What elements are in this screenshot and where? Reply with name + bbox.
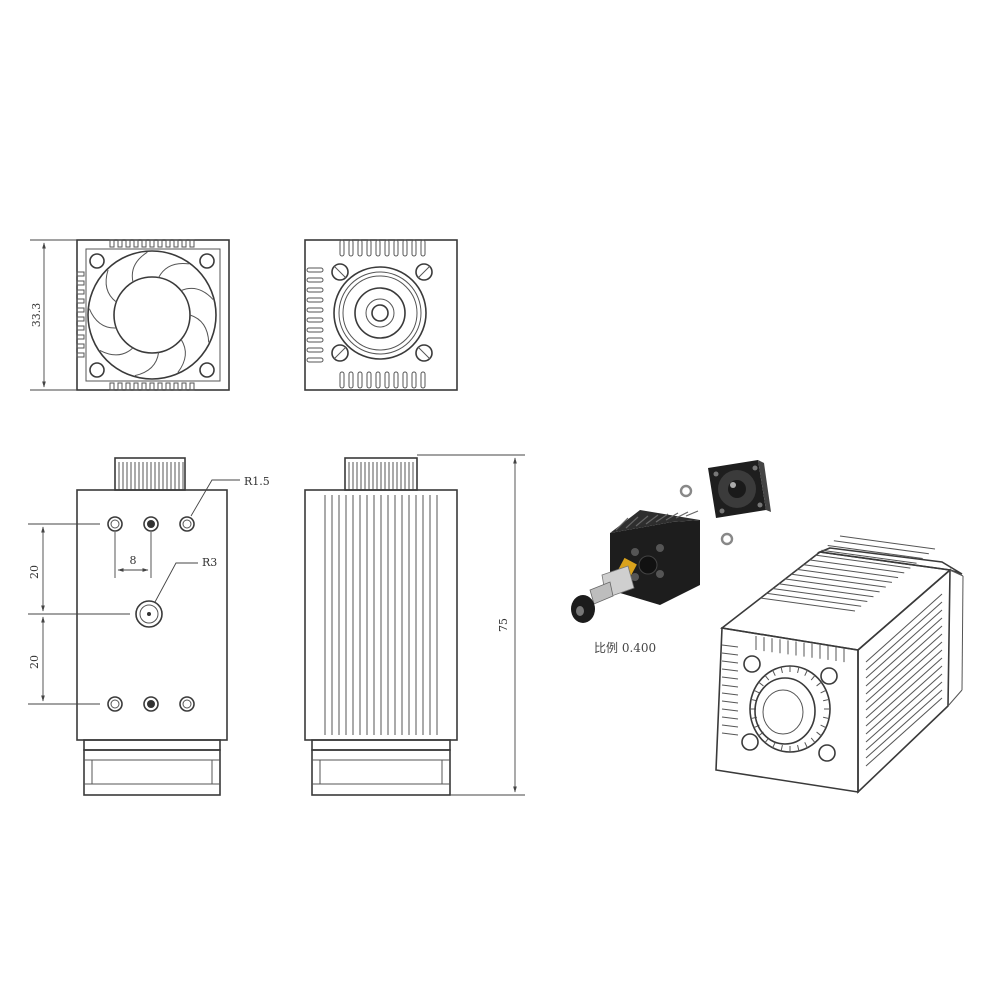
dimension-length: 75 <box>497 618 510 632</box>
knurled-knob-side <box>348 462 414 490</box>
fan-left-fins <box>76 271 85 358</box>
dimension-fan-height: 33.3 <box>30 303 43 328</box>
mounting-holes <box>107 516 195 712</box>
side-view <box>304 457 458 796</box>
laser-module <box>571 557 637 623</box>
scale-label: 比例 0.400 <box>594 641 656 655</box>
dimension-hole-spacing: 8 <box>130 554 137 567</box>
front-screws <box>331 263 433 362</box>
fan-top-fins <box>109 239 195 248</box>
exploded-view: 比例 0.400 <box>571 460 964 794</box>
fan-rear-view <box>76 239 230 391</box>
dimensions-mounting: 20 20 8 R1.5 R3 <box>28 475 270 705</box>
assembled-module <box>715 535 964 794</box>
label-center-radius: R3 <box>202 556 217 569</box>
mounting-face-view <box>76 457 228 796</box>
dimension-height-fan: 33.3 <box>30 239 77 391</box>
dimension-upper-spacing: 20 <box>28 565 41 579</box>
black-heatsink <box>610 510 700 605</box>
side-fins <box>324 495 438 735</box>
front-bottom-fins <box>339 371 426 389</box>
fan-bottom-fins <box>109 382 195 391</box>
small-fan <box>708 460 771 518</box>
dimension-lower-spacing: 20 <box>28 655 41 669</box>
dimension-total-length: 75 <box>417 454 525 796</box>
front-top-fins <box>339 239 426 257</box>
label-small-radius: R1.5 <box>244 475 270 488</box>
knurled-knob <box>118 462 184 490</box>
lens-front-view <box>304 239 458 391</box>
front-left-fins <box>306 267 324 363</box>
fan-blades <box>88 251 214 377</box>
